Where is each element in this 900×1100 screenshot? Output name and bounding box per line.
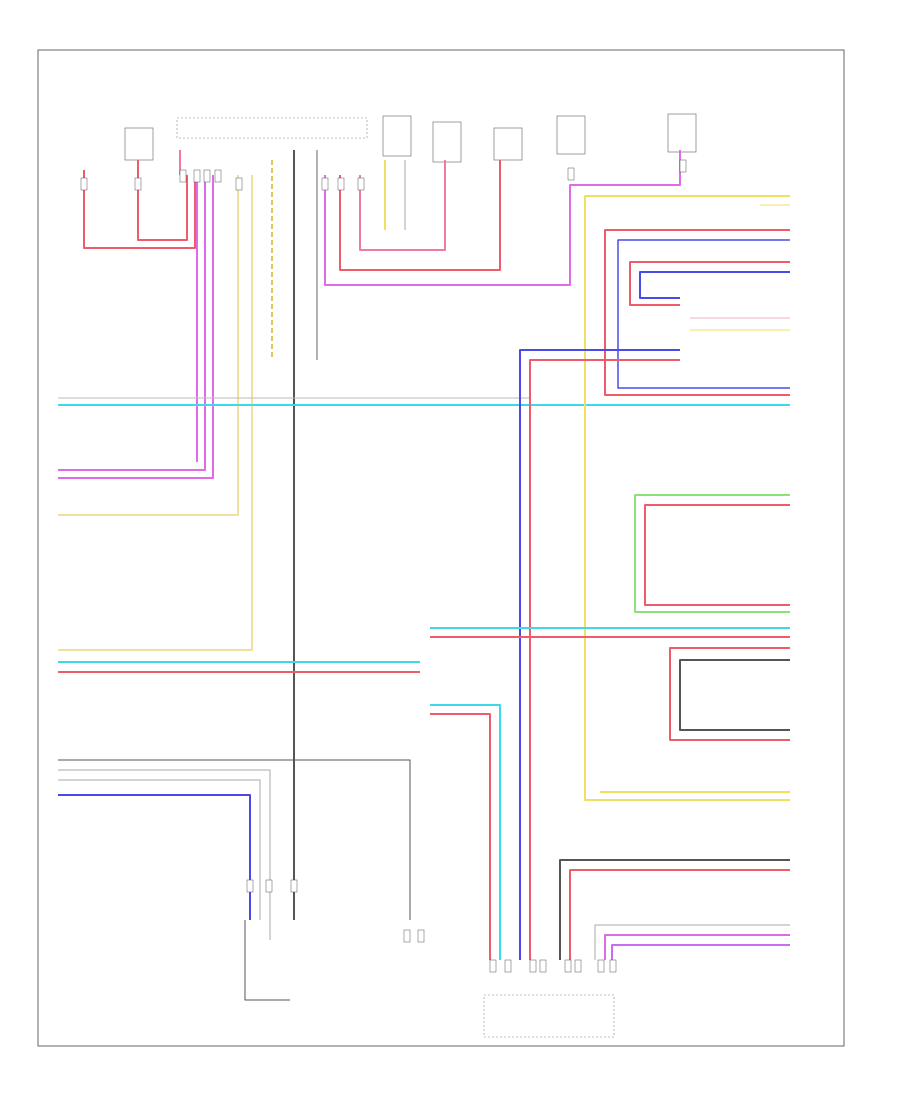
connector-markers <box>80 159 687 973</box>
wire-group <box>58 150 790 1001</box>
diagram-frame <box>37 49 845 1047</box>
